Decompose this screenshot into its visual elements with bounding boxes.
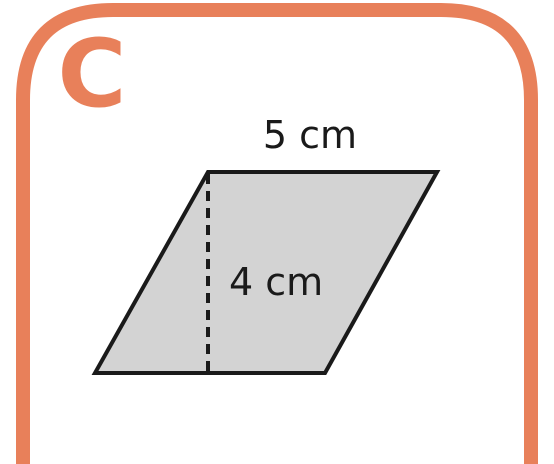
parallelogram-shape [91,170,441,375]
card-letter: C [58,20,127,129]
height-label: 4 cm [229,260,323,304]
base-label: 5 cm [263,113,357,157]
